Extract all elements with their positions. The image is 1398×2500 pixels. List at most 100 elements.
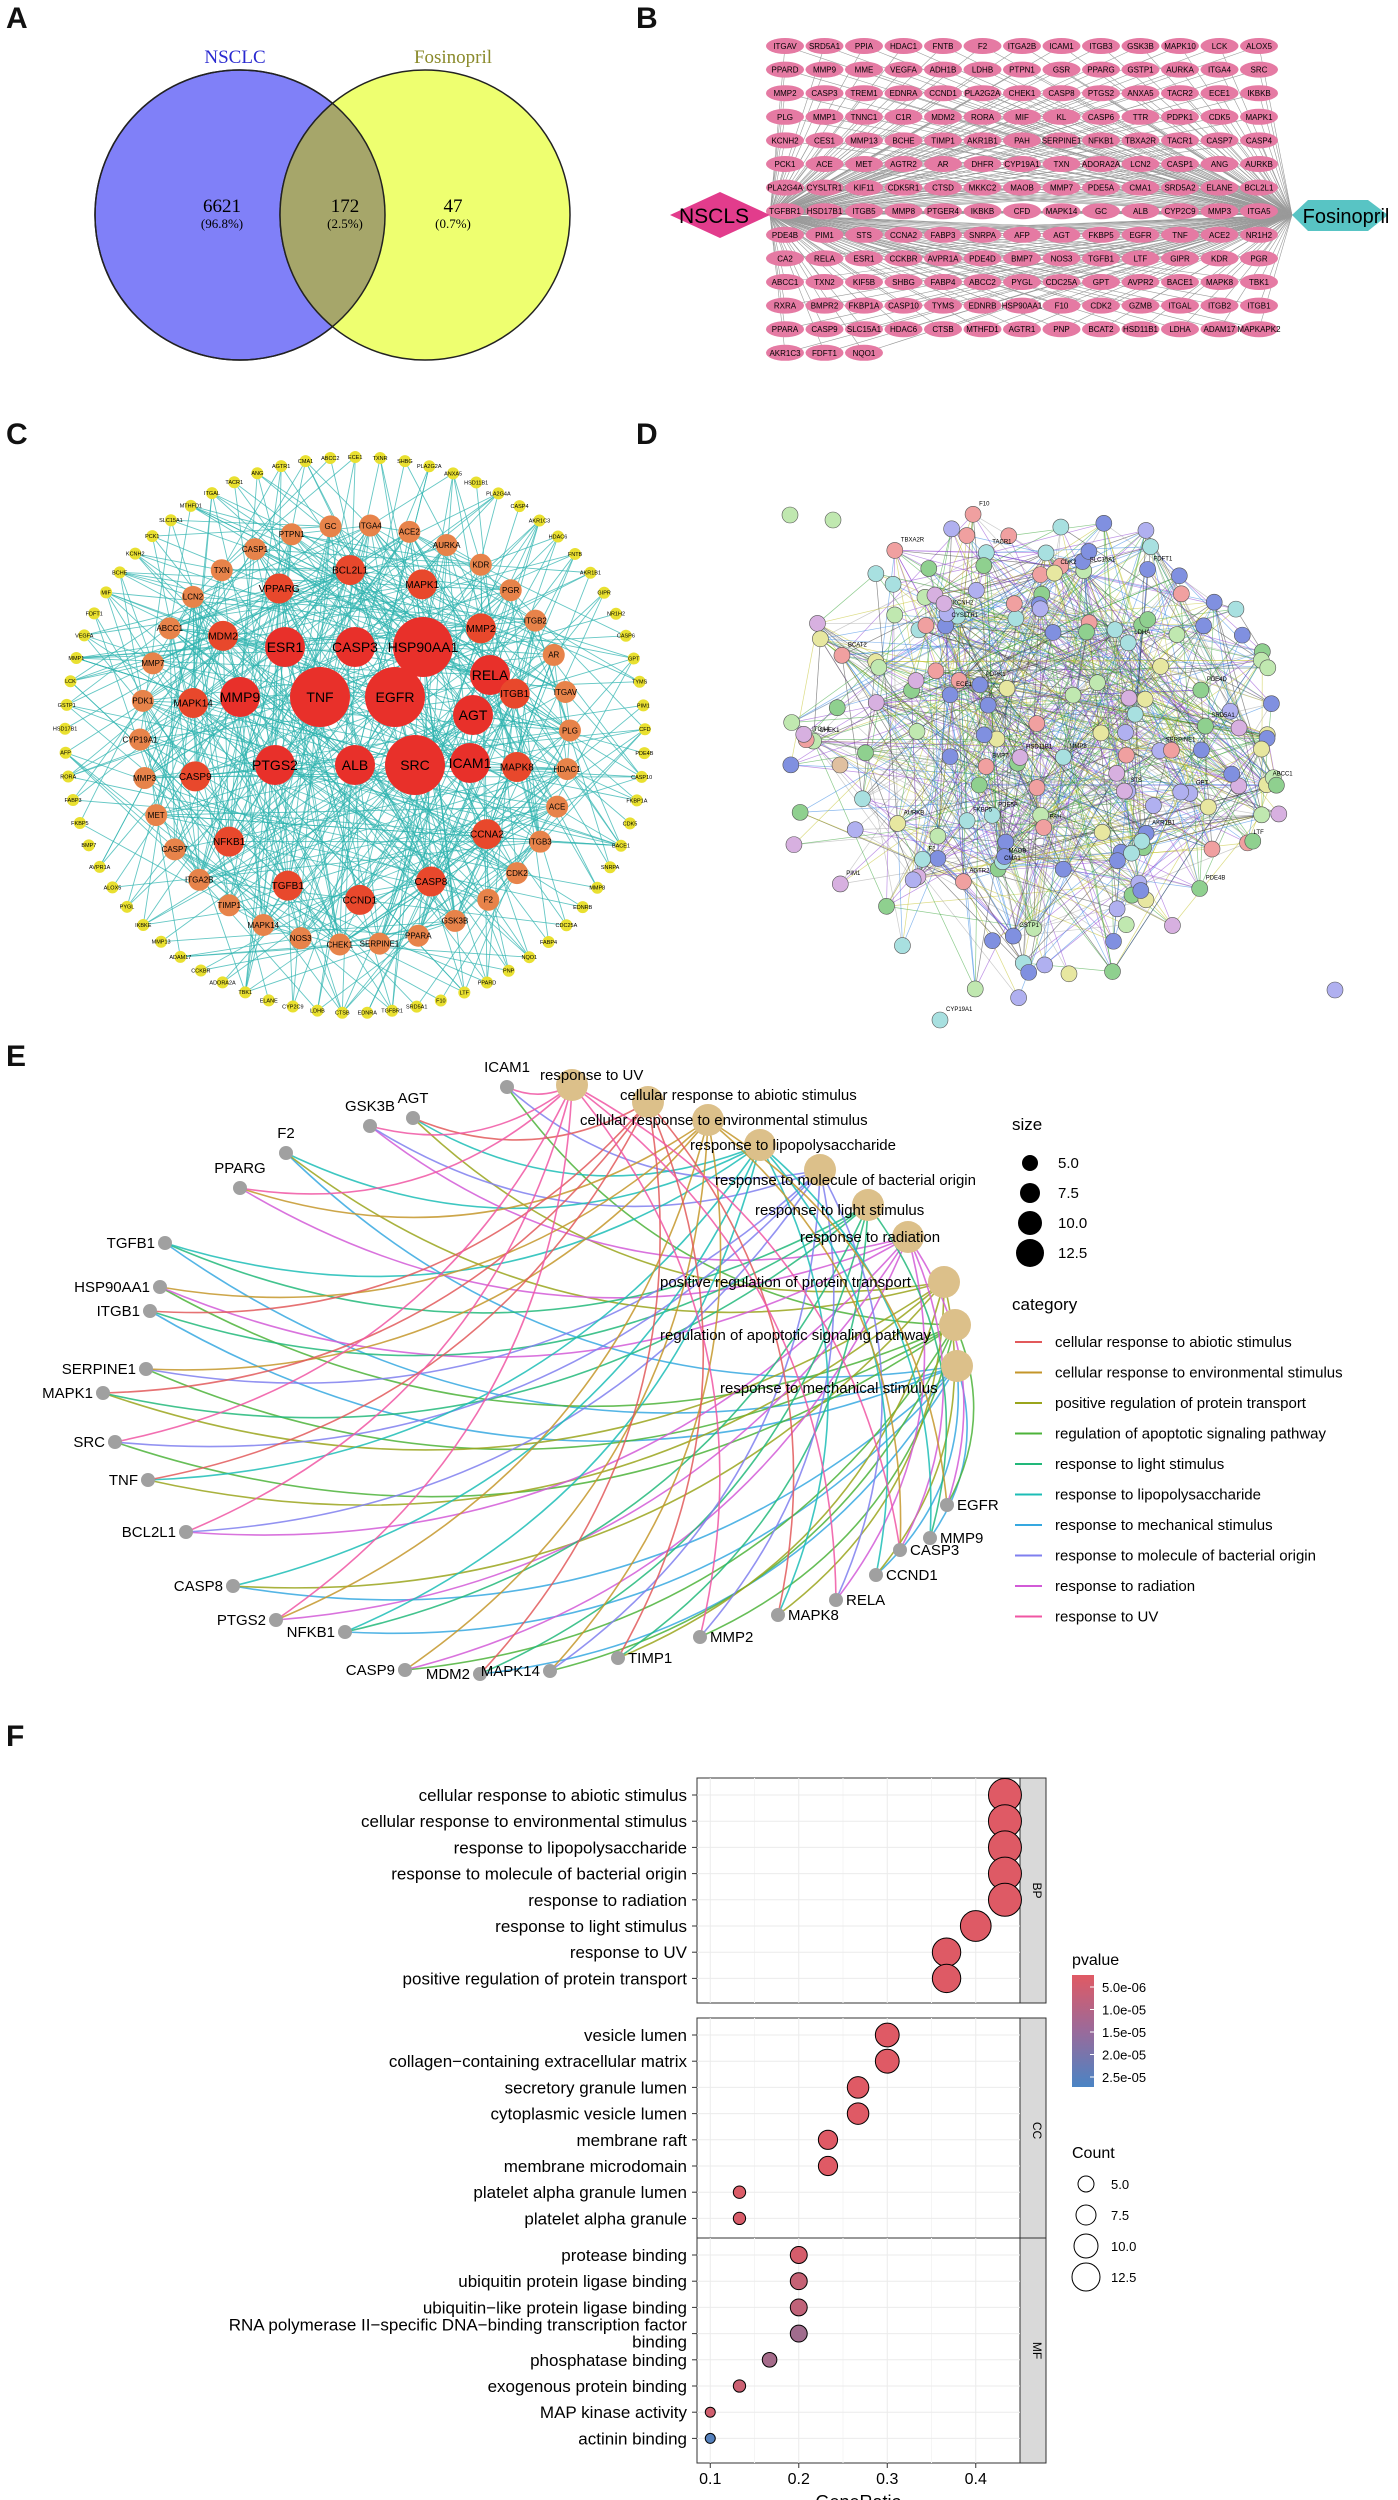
string-edge — [979, 684, 1239, 787]
term-node — [852, 1189, 884, 1221]
gene-node-label: CASP10 — [888, 302, 919, 311]
protein-node-label: SERPINE1 — [360, 939, 400, 948]
string-node — [1007, 610, 1025, 627]
gene-node — [805, 156, 844, 172]
gene-node-label: RXRA — [774, 302, 797, 311]
string-edge — [813, 638, 821, 742]
gene-node — [1082, 85, 1120, 102]
string-node — [1104, 963, 1121, 980]
ppi-edge — [263, 806, 558, 926]
string-edge — [790, 764, 980, 786]
gene-node-label: MMP1 — [813, 113, 837, 122]
string-edge — [1043, 813, 1279, 828]
term-label: response to light stimulus — [495, 1917, 687, 1936]
string-edge — [1023, 860, 1118, 964]
ppi-edge — [339, 881, 432, 945]
ppi-edge — [143, 881, 431, 926]
string-node — [785, 836, 803, 853]
enrichment-dot — [732, 2379, 747, 2393]
protein-node-label: IKBKE — [135, 923, 152, 929]
term-node — [744, 1129, 776, 1161]
gene-node — [1042, 38, 1081, 54]
string-node — [914, 850, 931, 868]
gene-node — [963, 61, 1002, 78]
string-node — [1106, 621, 1124, 638]
protein-node — [407, 924, 430, 947]
string-edge — [837, 575, 1180, 709]
protein-node — [635, 770, 648, 783]
gene-node — [1003, 85, 1041, 102]
string-edge — [1033, 832, 1103, 929]
gene-node — [96, 1386, 110, 1400]
string-edge — [946, 613, 1268, 736]
size-legend-label: 10.0 — [1058, 1215, 1087, 1232]
string-node — [1126, 705, 1144, 723]
string-node — [886, 606, 903, 624]
string-edge — [917, 694, 951, 877]
gene-node-label: HSP90AA1 — [74, 1279, 150, 1296]
gene-node — [1200, 274, 1239, 290]
gene-node — [1082, 250, 1120, 267]
protein-node-label: MAPK14 — [248, 921, 280, 930]
pvalue-legend-label: 1.5e-05 — [1102, 2025, 1146, 2040]
protein-node — [633, 675, 646, 688]
protein-node-label: ECE1 — [348, 455, 362, 461]
gene-node — [1161, 274, 1199, 290]
protein-node — [218, 894, 241, 917]
gene-node — [141, 1473, 155, 1487]
string-edge — [937, 858, 1024, 964]
ppi-edge — [79, 822, 230, 906]
gene-node — [805, 132, 844, 149]
gene-node — [805, 321, 844, 338]
string-edge — [1200, 689, 1267, 785]
protein-node-label: ITGB1 — [500, 689, 529, 700]
protein-node — [465, 613, 496, 644]
string-node — [955, 873, 972, 890]
string-edge — [997, 748, 1262, 870]
gene-node-label: C1R — [895, 113, 911, 122]
gene-node-label: RELA — [814, 254, 836, 263]
protein-node-label: SLC15A1 — [159, 518, 183, 524]
protein-node-label: ABCC2 — [321, 456, 339, 462]
edge-fosinopril — [784, 214, 1293, 283]
gene-node-label: CASP9 — [346, 1662, 395, 1679]
ppi-edge — [454, 841, 541, 922]
string-edge — [837, 629, 1116, 709]
string-edge — [1004, 852, 1132, 857]
gene-node-label: HDAC6 — [890, 325, 918, 334]
string-edge — [862, 625, 1204, 800]
gene-node-label: PDE4D — [969, 254, 996, 263]
protein-node — [180, 761, 211, 792]
string-edge — [1005, 682, 1098, 843]
ppi-edge — [486, 654, 555, 835]
gene-node-label: CES1 — [814, 136, 835, 145]
ppi-edge — [142, 531, 410, 702]
gene-node-label: MMP2 — [773, 89, 797, 98]
ppi-edge — [409, 531, 536, 621]
gene-node — [805, 274, 844, 290]
string-node — [1080, 543, 1098, 560]
gene-node — [845, 250, 883, 267]
gene-node-label: CDK5R1 — [888, 184, 920, 193]
gene-concept-network: ICAM1AGTGSK3BF2PPARGTGFB1HSP90AA1ITGB1SE… — [42, 1059, 1343, 1683]
gene-node — [1200, 61, 1239, 78]
protein-node-label: PDK1 — [132, 697, 153, 706]
gene-node — [884, 108, 923, 125]
venn-mid-pct: (2.5%) — [327, 216, 363, 231]
string-node-label: FKBP5 — [973, 808, 993, 814]
gene-node — [1240, 297, 1278, 314]
gene-node-label: KIF5B — [853, 278, 875, 287]
protein-node — [59, 722, 72, 735]
protein-node-label: CCKBR — [191, 968, 210, 974]
gene-node-label: ADORA2A — [1082, 160, 1121, 169]
gene-node — [963, 250, 1002, 267]
gene-node — [1161, 61, 1199, 78]
gene-node — [766, 321, 804, 338]
string-node-label: CYSLTR1 — [952, 613, 979, 619]
gene-node — [1240, 179, 1278, 196]
ppi-edge — [68, 646, 286, 777]
gene-node-label: PNP — [1053, 325, 1069, 334]
gene-node — [1240, 226, 1278, 243]
ppi-edge — [211, 492, 554, 656]
